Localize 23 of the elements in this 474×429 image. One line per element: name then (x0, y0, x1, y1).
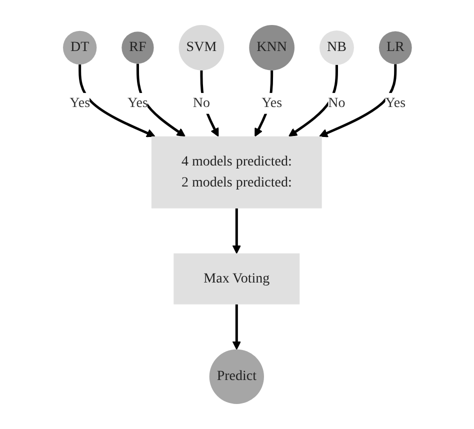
edge-label: Yes (384, 96, 406, 111)
edge-label: Yes (69, 96, 90, 111)
node-circle: LR (378, 31, 412, 64)
arrow (232, 304, 241, 350)
arrow (232, 208, 241, 254)
arrow (136, 64, 186, 137)
arrow (200, 70, 218, 137)
arrow (78, 64, 155, 138)
node-circle: Predict (208, 349, 264, 404)
node-circle: NB (319, 30, 354, 65)
edge-label: Yes (261, 96, 282, 111)
arrow (288, 64, 338, 137)
arrow (254, 70, 273, 137)
node-circle: RF (121, 32, 154, 64)
node-circle: SVM (178, 25, 224, 70)
edge-label: Yes (127, 96, 148, 111)
node-box: Max Voting (173, 253, 300, 304)
edge-label: No (328, 96, 345, 111)
node-box: 4 models predicted: 2 models predicted: (151, 136, 322, 208)
node-circle: KNN (248, 25, 294, 70)
node-circle: DT (62, 30, 96, 64)
arrow (318, 64, 396, 138)
edge-label: No (192, 96, 210, 111)
